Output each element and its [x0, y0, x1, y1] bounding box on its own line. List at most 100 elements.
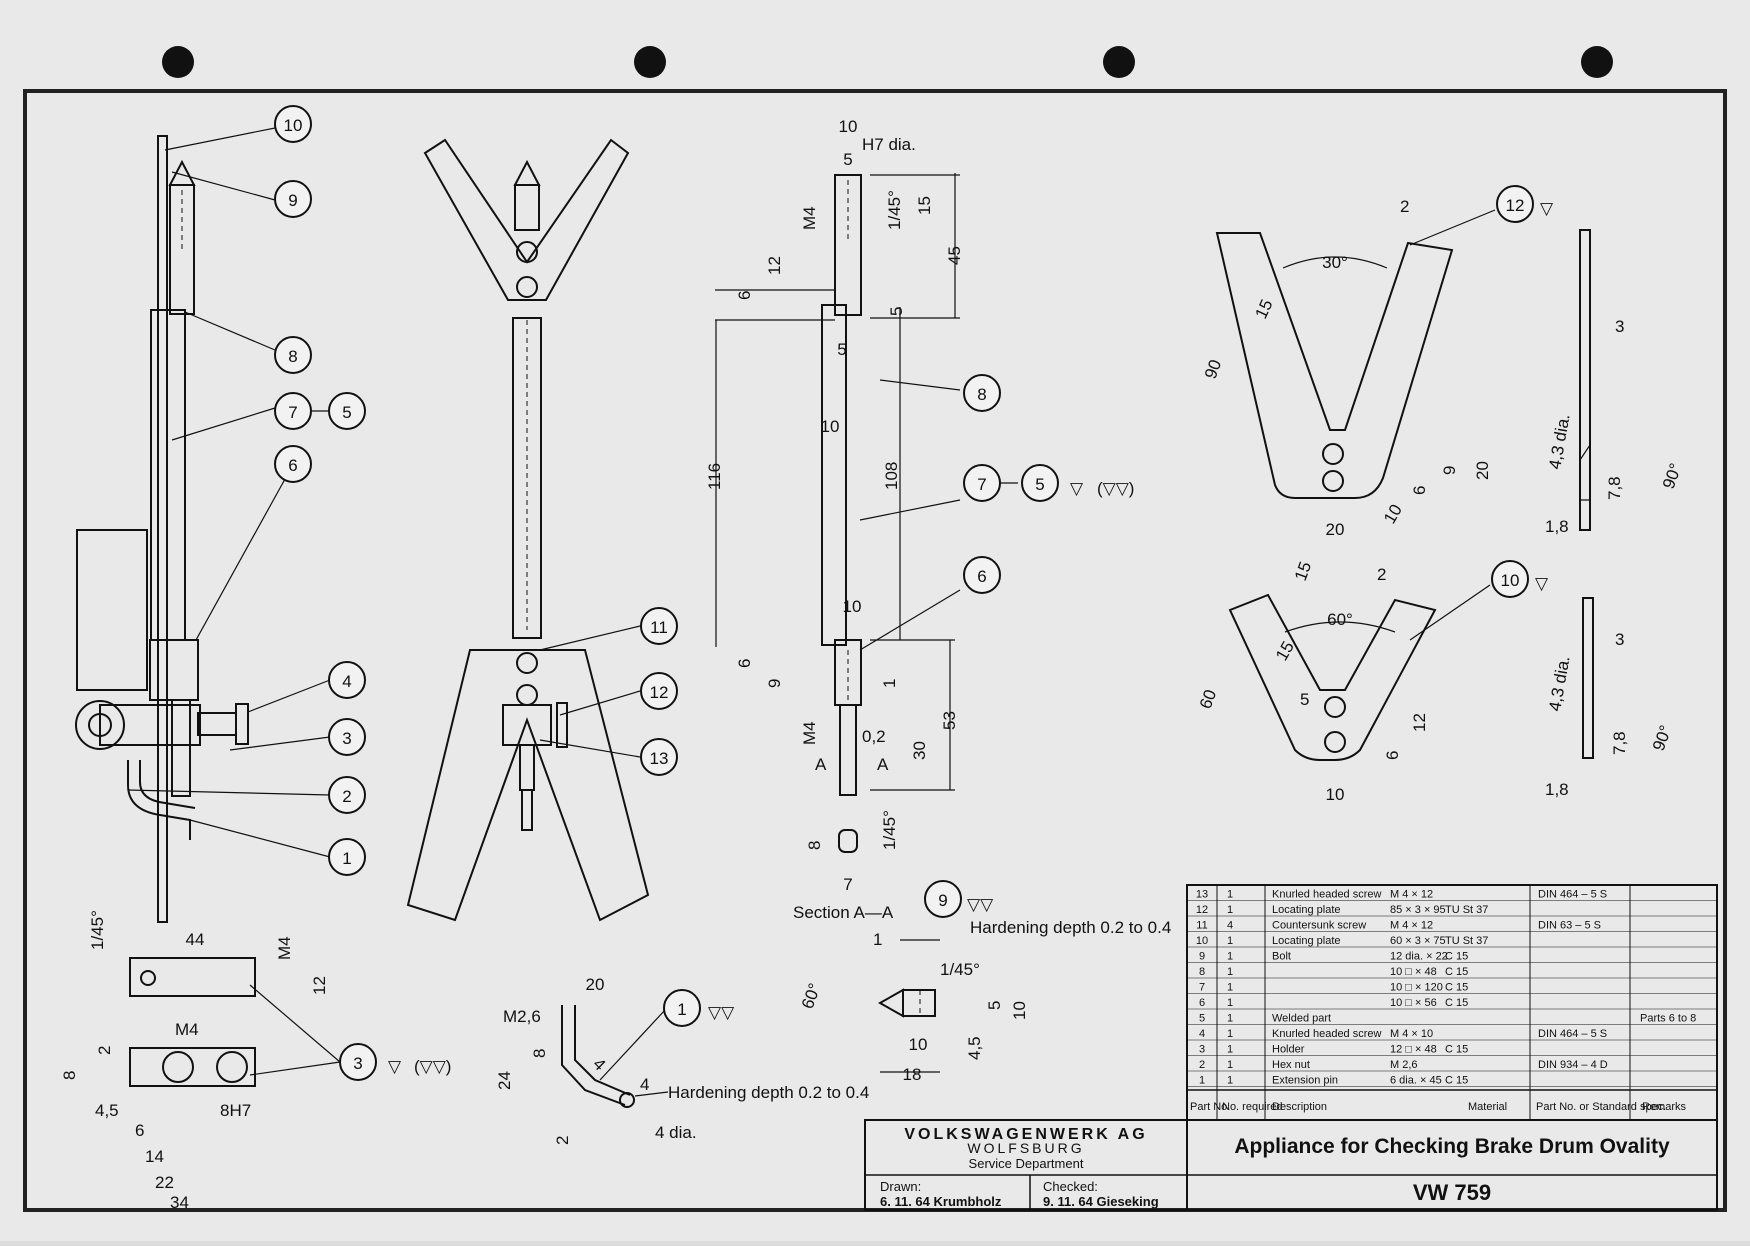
svg-text:5: 5	[837, 340, 846, 359]
svg-text:90°: 90°	[1649, 723, 1676, 754]
parts-list-cell: M 2,6	[1390, 1059, 1418, 1071]
svg-text:53: 53	[940, 711, 959, 730]
svg-text:3: 3	[1615, 630, 1624, 649]
parts-list-cell: M 4 × 12	[1390, 889, 1433, 901]
parts-list-cell: 1	[1227, 1044, 1233, 1056]
svg-text:45: 45	[945, 246, 964, 265]
finish-mark-5-vv: (▽▽)	[1097, 479, 1134, 498]
svg-text:2: 2	[1400, 197, 1409, 216]
svg-text:1/45°: 1/45°	[88, 910, 107, 950]
drawing-frame	[23, 89, 1727, 1212]
balloon-6-b: 6	[963, 556, 1001, 594]
svg-text:10: 10	[1501, 571, 1520, 590]
parts-list-cell: 1	[1227, 982, 1233, 994]
svg-text:10: 10	[843, 597, 862, 616]
parts-list-cell: C 15	[1445, 1044, 1468, 1056]
svg-text:6: 6	[135, 1121, 144, 1140]
locating-plate-10	[1228, 593, 1594, 761]
balloon-3-b: 3	[339, 1043, 377, 1081]
parts-list-cell: C 15	[1445, 966, 1468, 978]
parts-list-cell: 1	[1227, 904, 1233, 916]
parts-list-cell: DIN 464 – 5 S	[1538, 1028, 1607, 1040]
finish-mark-9: ▽▽	[967, 895, 994, 914]
svg-text:1: 1	[342, 849, 351, 868]
svg-text:12: 12	[650, 683, 669, 702]
parts-list-cell: M 4 × 12	[1390, 920, 1433, 932]
svg-text:1,8: 1,8	[1545, 780, 1569, 799]
balloon-5-b: 5	[1021, 464, 1059, 502]
svg-text:A: A	[877, 755, 889, 774]
svg-text:6: 6	[1383, 751, 1402, 760]
front-view	[406, 138, 650, 922]
svg-text:10: 10	[821, 417, 840, 436]
drawing-title: Appliance for Checking Brake Drum Ovalit…	[1234, 1135, 1670, 1158]
balloon-1-a: 1	[328, 838, 366, 876]
svg-text:9: 9	[288, 191, 297, 210]
dim-labels-plate10: 15 60° 2 15 60 5 10 6 12 3 4,3 dia. 7,8 …	[1196, 559, 1676, 804]
svg-text:3: 3	[353, 1054, 362, 1073]
dims-welded	[715, 173, 1018, 791]
parts-list-header: Material	[1468, 1101, 1507, 1113]
balloon-6-a: 6	[274, 445, 312, 483]
parts-list-cell: Holder	[1272, 1044, 1305, 1056]
finish-mark-1: ▽▽	[708, 1003, 735, 1022]
svg-text:5: 5	[985, 1001, 1004, 1010]
balloon-4-a: 4	[328, 661, 366, 699]
balloon-10-b: 10	[1491, 560, 1529, 598]
svg-text:6: 6	[735, 659, 754, 668]
parts-list-cell: C 15	[1445, 951, 1468, 963]
balloon-3-a: 3	[328, 718, 366, 756]
parts-list-cell: 7	[1199, 982, 1205, 994]
svg-text:M4: M4	[800, 721, 819, 745]
svg-text:Section A—A: Section A—A	[793, 903, 894, 922]
drawing-number: VW 759	[1413, 1180, 1491, 1205]
svg-text:4: 4	[640, 1075, 649, 1094]
parts-list-cell: Knurled headed screw	[1272, 889, 1382, 901]
svg-text:4,3 dia.: 4,3 dia.	[1545, 654, 1573, 712]
balloon-9-b: 9	[924, 880, 962, 918]
hardening-note-1: Hardening depth 0.2 to 0.4	[668, 1083, 869, 1102]
parts-list-cell: 12	[1196, 904, 1208, 916]
parts-list-cell: 1	[1227, 935, 1233, 947]
company-dept: Service Department	[969, 1156, 1084, 1171]
parts-list-cell: DIN 464 – 5 S	[1538, 889, 1607, 901]
svg-text:14: 14	[145, 1147, 164, 1166]
svg-text:7,8: 7,8	[1610, 731, 1629, 755]
svg-text:1: 1	[677, 1000, 686, 1019]
svg-text:M4: M4	[175, 1020, 199, 1039]
svg-text:116: 116	[705, 463, 724, 490]
parts-list-cell: 1	[1227, 1013, 1233, 1025]
svg-text:44: 44	[186, 930, 205, 949]
balloon-12-b: 12	[1496, 185, 1534, 223]
svg-text:8: 8	[977, 385, 986, 404]
dim-labels-holder: 1/45° 44 M4 12 2 M4 8 4,5 6 14 22 34 8H7	[60, 910, 341, 1212]
dim-labels-welded: 10 H7 dia. 5 M4 1/45° 15 45 12 6 5 5 116…	[705, 117, 964, 922]
parts-list-cell: 12 dia. × 22	[1390, 951, 1448, 963]
svg-text:12: 12	[1410, 713, 1429, 732]
svg-text:5: 5	[887, 307, 906, 316]
svg-text:2: 2	[95, 1046, 114, 1055]
svg-text:6: 6	[1410, 486, 1429, 495]
svg-text:4,5: 4,5	[95, 1101, 119, 1120]
parts-list-cell: Locating plate	[1272, 904, 1341, 916]
parts-list-cell: C 15	[1445, 997, 1468, 1009]
side-view	[75, 135, 249, 923]
balloon-2-a: 2	[328, 776, 366, 814]
svg-text:60°: 60°	[1327, 610, 1353, 629]
svg-text:A: A	[815, 755, 827, 774]
finish-mark-12: ▽	[1540, 199, 1554, 218]
svg-text:6: 6	[288, 456, 297, 475]
parts-list-header: Description	[1272, 1101, 1327, 1113]
svg-text:9: 9	[765, 679, 784, 688]
leaders-front	[539, 625, 641, 758]
svg-text:2: 2	[342, 787, 351, 806]
svg-text:M4: M4	[275, 936, 294, 960]
svg-text:5: 5	[342, 403, 351, 422]
svg-text:1/45°: 1/45°	[940, 960, 980, 979]
finish-mark-3: ▽	[388, 1057, 402, 1076]
balloon-11: 11	[640, 607, 678, 645]
parts-list-header: Part No.	[1190, 1101, 1230, 1113]
parts-list-cell: 1	[1227, 889, 1233, 901]
svg-text:7: 7	[288, 403, 297, 422]
svg-text:30: 30	[910, 741, 929, 760]
